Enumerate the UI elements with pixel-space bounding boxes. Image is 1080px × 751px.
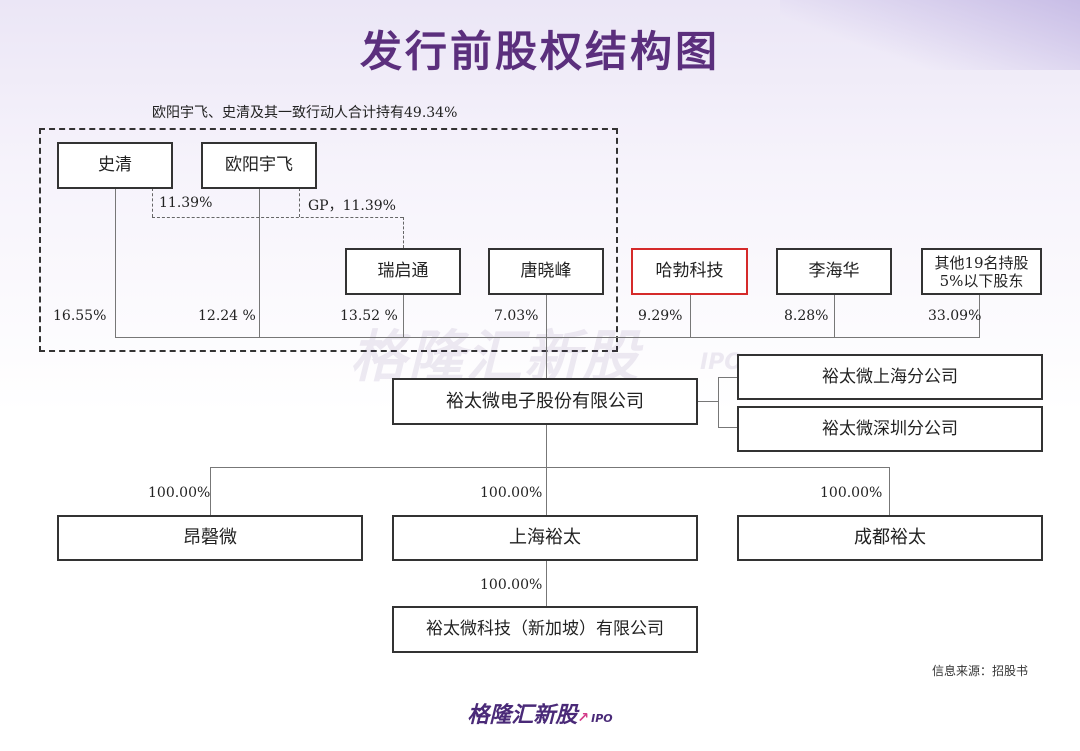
shareholder-name: 哈勃科技 [655,261,724,282]
company-name: 裕太微电子股份有限公司 [446,390,644,412]
stake-ruiqitong: 13.52 % [340,308,398,324]
shareholder-name-line2: 5%以下股东 [939,271,1024,290]
subsidiary-pct-angqingwei: 100.00% [148,485,211,501]
branch-name: 裕太微上海分公司 [822,366,958,387]
stake-li-haihua: 8.28% [784,308,829,324]
stake-shi-qing: 16.55% [53,308,107,324]
brand-logo-text: 格隆汇新股 [467,703,578,728]
subsidiary-name: 成都裕太 [854,527,926,549]
company-yutai-micro: 裕太微电子股份有限公司 [392,378,698,425]
sub-subsidiary-pct: 100.00% [480,577,543,593]
source-note: 信息来源：招股书 [931,664,1028,678]
page-title: 发行前股权结构图 [359,27,720,76]
shareholder-ouyang-yufei: 欧阳宇飞 [201,142,317,189]
branch-name: 裕太微深圳分公司 [822,418,958,439]
shareholder-li-haihua: 李海华 [776,248,892,295]
watermark-sub-text: IPO [700,350,744,375]
shareholder-tang-xiaofeng: 唐晓峰 [488,248,604,295]
subsidiary-name: 上海裕太 [509,527,581,549]
stake-tang-xiaofeng: 7.03% [494,308,539,324]
header-corner-decoration [780,0,1080,70]
ouyang-to-ruiqitong-pct: GP，11.39% [308,198,396,214]
branch-shenzhen: 裕太微深圳分公司 [737,406,1043,452]
subsidiary-angqingwei: 昂磬微 [57,515,363,561]
brand-spark-icon: ↗ [577,710,590,726]
shareholder-shi-qing: 史清 [57,142,173,189]
subsidiary-shanghai-yutai: 上海裕太 [392,515,698,561]
shareholder-name: 瑞启通 [377,261,429,282]
concert-group-boundary [39,128,618,352]
stake-ouyang-yufei: 12.24 % [198,308,256,324]
subsidiary-pct-chengdu: 100.00% [820,485,883,501]
subsidiary-pct-shanghai: 100.00% [480,485,543,501]
shareholder-name: 唐晓峰 [520,261,572,282]
shareholder-name-line1: 其他19名持股 [934,253,1029,272]
shareholder-ruiqitong: 瑞启通 [345,248,461,295]
shareholder-name: 欧阳宇飞 [225,155,293,176]
subsidiary-chengdu-yutai: 成都裕太 [737,515,1043,561]
sub-subsidiary-singapore: 裕太微科技（新加坡）有限公司 [392,606,698,653]
shi-to-ruiqitong-pct: 11.39% [159,195,213,211]
stake-others: 33.09% [928,308,982,324]
shareholder-others: 其他19名持股 5%以下股东 [921,248,1042,295]
sub-subsidiary-name: 裕太微科技（新加坡）有限公司 [426,619,664,640]
shareholder-name: 李海华 [808,261,860,282]
shareholder-habo-highlighted: 哈勃科技 [631,248,748,295]
stake-habo: 9.29% [638,308,683,324]
brand-footer: 格隆汇新股↗IPO [0,697,1080,729]
shareholder-name: 史清 [98,155,132,176]
subsidiary-name: 昂磬微 [183,527,237,549]
brand-logo-sub: IPO [591,712,613,725]
branch-shanghai: 裕太微上海分公司 [737,354,1043,400]
concert-group-label: 欧阳宇飞、史清及其一致行动人合计持有49.34% [152,105,458,121]
